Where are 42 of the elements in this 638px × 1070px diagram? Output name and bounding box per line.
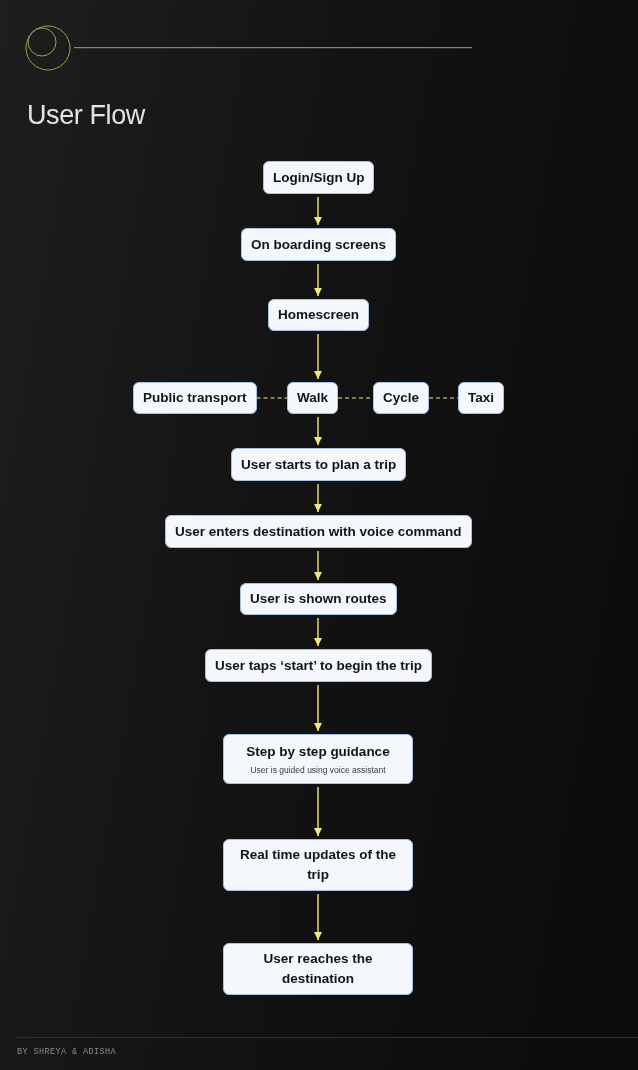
box-label: User reaches the destination xyxy=(262,950,374,988)
box-label: User taps ‘start’ to begin the trip xyxy=(215,656,423,675)
box-label: Taxi xyxy=(468,389,494,407)
process-box xyxy=(205,649,433,682)
process-box xyxy=(263,161,375,194)
arrow xyxy=(314,550,322,581)
arrow xyxy=(314,684,322,732)
process-box xyxy=(287,382,338,414)
box-label: Login/Sign Up xyxy=(273,168,365,187)
arrow xyxy=(314,333,322,380)
box-label: User is shown routes xyxy=(250,590,387,608)
arrow xyxy=(314,617,322,647)
box-label: Homescreen xyxy=(278,306,360,324)
arrow xyxy=(314,196,322,226)
box-description: User is guided using voice assistant xyxy=(250,765,386,776)
arrow xyxy=(314,263,322,297)
box-label: On boarding screens xyxy=(251,235,387,254)
process-box xyxy=(231,448,407,481)
process-box xyxy=(165,515,472,548)
box-label: Public transport xyxy=(143,389,247,407)
box-label: User enters destination with voice command xyxy=(175,522,462,541)
arrow xyxy=(314,786,322,837)
box-label: Step by step guidance xyxy=(246,743,390,761)
process-box xyxy=(373,382,430,414)
process-box xyxy=(223,734,413,784)
box-label: User starts to plan a trip xyxy=(241,455,397,474)
process-box xyxy=(223,943,413,995)
process-box xyxy=(223,839,413,891)
arrow xyxy=(314,416,322,446)
process-box xyxy=(241,228,397,261)
process-box xyxy=(240,583,397,615)
box-label: Walk xyxy=(297,389,328,407)
connector-line xyxy=(255,397,288,399)
process-box xyxy=(458,382,504,414)
process-box xyxy=(268,299,370,331)
arrow xyxy=(314,893,322,941)
page-title: User Flow xyxy=(27,100,145,130)
process-box xyxy=(133,382,257,414)
box-label: Cycle xyxy=(383,389,420,407)
box-label: Real time updates of the trip xyxy=(239,846,397,884)
credit-text: BY SHREYA & ADISHA xyxy=(17,1047,116,1057)
arrow xyxy=(314,483,322,513)
